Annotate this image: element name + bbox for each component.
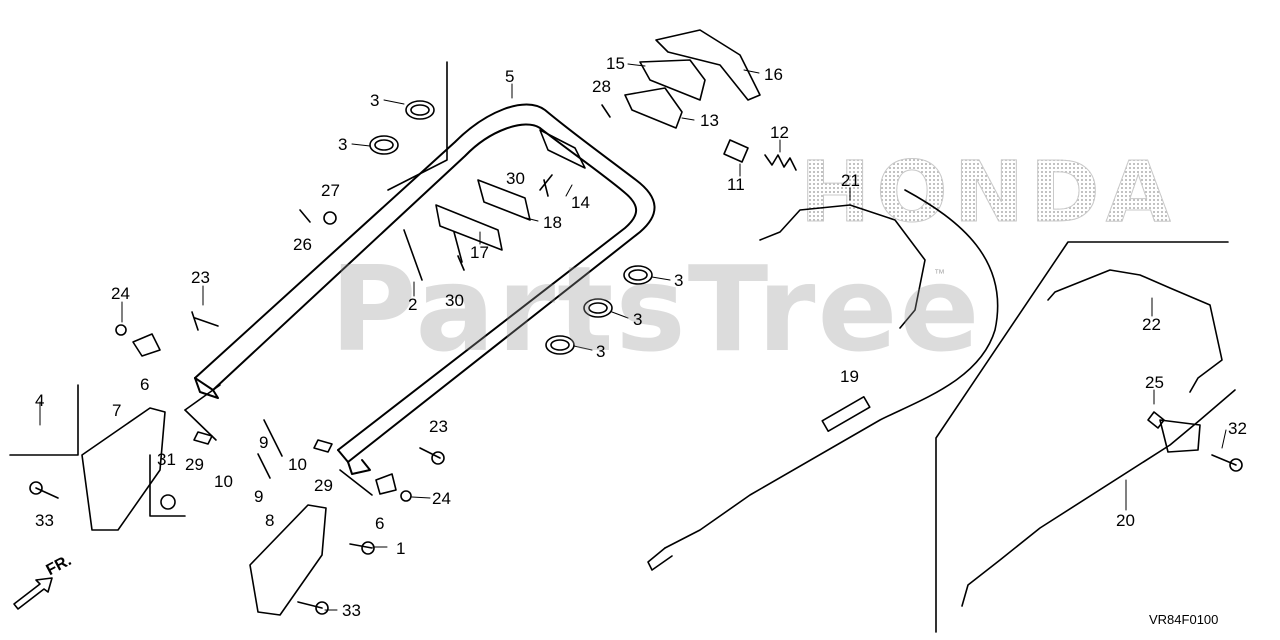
callout-29[interactable]: 29	[314, 476, 333, 495]
callout-21[interactable]: 21	[841, 171, 860, 190]
callout-7[interactable]: 7	[112, 401, 122, 420]
callout-12[interactable]: 12	[770, 123, 789, 142]
callout-31[interactable]: 31	[157, 450, 176, 469]
callout-11[interactable]: 11	[727, 175, 745, 194]
callout-22[interactable]: 22	[1142, 315, 1161, 334]
callout-25[interactable]: 25	[1145, 373, 1164, 392]
cable-19	[647, 189, 999, 571]
callout-14[interactable]: 14	[571, 193, 590, 212]
spring-assembly	[723, 139, 797, 171]
trademark-symbol: ™	[934, 268, 945, 280]
rod-21	[759, 204, 926, 329]
callout-5[interactable]: 5	[505, 67, 515, 86]
side-brackets	[81, 407, 327, 616]
callout-3[interactable]: 3	[674, 271, 684, 290]
callout-18[interactable]: 18	[543, 213, 562, 232]
callout-6[interactable]: 6	[140, 375, 150, 394]
leader-lines	[39, 63, 1227, 611]
callout-24[interactable]: 24	[111, 284, 130, 303]
callout-32[interactable]: 32	[1228, 419, 1247, 438]
callout-10[interactable]: 10	[288, 455, 307, 474]
callout-4[interactable]: 4	[35, 391, 45, 410]
callout-8[interactable]: 8	[265, 511, 275, 530]
fasteners	[29, 174, 1243, 615]
callout-26[interactable]: 26	[293, 235, 312, 254]
direction-arrow	[13, 577, 53, 610]
callout-9[interactable]: 9	[254, 487, 264, 506]
callout-9[interactable]: 9	[259, 433, 269, 452]
callout-19[interactable]: 19	[840, 367, 859, 386]
callout-23[interactable]: 23	[191, 268, 210, 287]
callout-29[interactable]: 29	[185, 455, 204, 474]
callout-3[interactable]: 3	[596, 342, 606, 361]
callout-30[interactable]: 30	[506, 169, 525, 188]
callout-16[interactable]: 16	[764, 65, 783, 84]
callout-3[interactable]: 3	[370, 91, 380, 110]
callout-3[interactable]: 3	[338, 135, 348, 154]
callout-2[interactable]: 2	[408, 295, 418, 314]
callout-33[interactable]: 33	[35, 511, 54, 530]
callout-3[interactable]: 3	[633, 310, 643, 329]
callout-23[interactable]: 23	[429, 417, 448, 436]
watermark-text: PartsTree	[330, 240, 982, 378]
callout-20[interactable]: 20	[1116, 511, 1135, 530]
callout-10[interactable]: 10	[214, 472, 233, 491]
handle-pipe	[194, 103, 656, 475]
callout-28[interactable]: 28	[592, 77, 611, 96]
callout-13[interactable]: 13	[700, 111, 719, 130]
callout-27[interactable]: 27	[321, 181, 340, 200]
callout-17[interactable]: 17	[470, 243, 489, 262]
callout-1[interactable]: 1	[396, 539, 406, 558]
rod-and-cable-right	[961, 269, 1236, 607]
callout-15[interactable]: 15	[606, 54, 625, 73]
diagram-code: VR84F0100	[1149, 612, 1219, 627]
brand-watermark: HONDA	[800, 143, 1177, 241]
callout-30[interactable]: 30	[445, 291, 464, 310]
callout-24[interactable]: 24	[432, 489, 451, 508]
cable-clips	[369, 100, 653, 355]
callout-33[interactable]: 33	[342, 601, 361, 620]
section-separators	[9, 61, 1229, 633]
callout-6[interactable]: 6	[375, 514, 385, 533]
grip-parts	[435, 129, 586, 271]
control-lever	[601, 29, 761, 129]
